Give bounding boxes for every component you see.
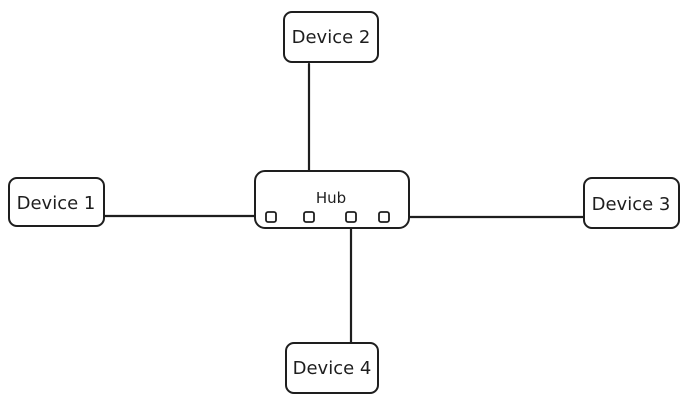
- device-2-box: [283, 11, 379, 63]
- device-3-node[interactable]: Device 3: [583, 177, 680, 229]
- device-4-box: [285, 342, 379, 394]
- device-3-box: [583, 177, 680, 229]
- device-4-node[interactable]: Device 4: [285, 342, 379, 394]
- hub-box: [254, 170, 410, 229]
- device-2-node[interactable]: Device 2: [283, 11, 379, 63]
- device-4-label: Device 4: [293, 358, 372, 379]
- device-3-label: Device 3: [592, 194, 671, 215]
- hub-port-4: [378, 211, 390, 223]
- hub-port-2: [303, 211, 315, 223]
- device-1-node[interactable]: Device 1: [8, 177, 105, 227]
- device-1-box: [8, 177, 105, 227]
- device-2-label: Device 2: [292, 27, 371, 48]
- hub-port-3: [345, 211, 357, 223]
- device-1-label: Device 1: [17, 193, 96, 214]
- hub-node[interactable]: Hub: [254, 170, 410, 229]
- hub-port-1: [265, 211, 277, 223]
- hub-label: Hub: [316, 189, 346, 207]
